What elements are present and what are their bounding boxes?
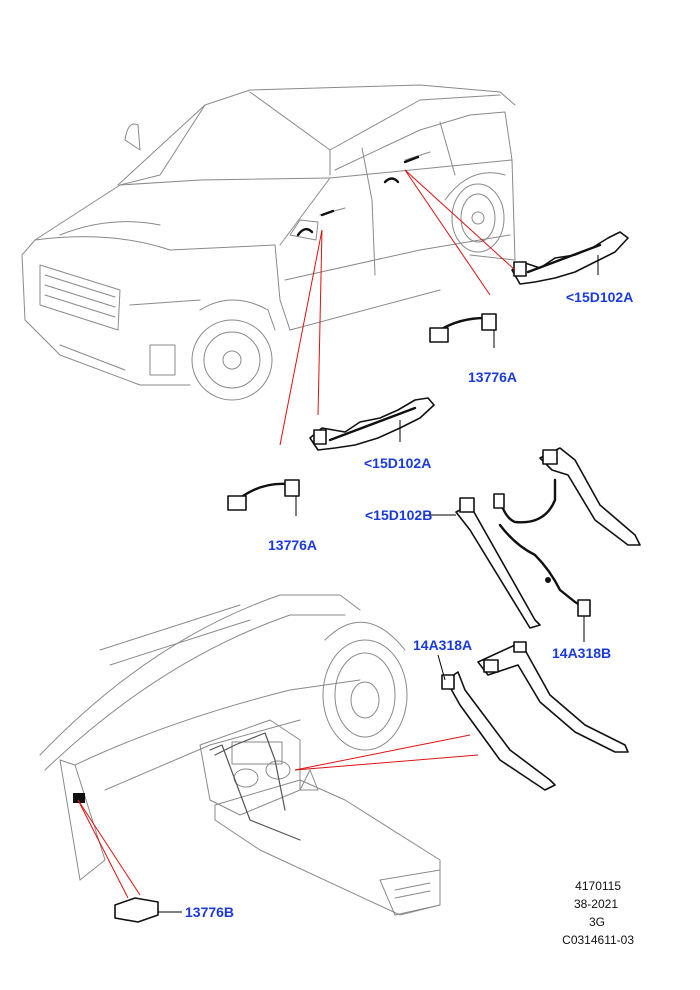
vehicle-exterior-illustration — [21, 84, 516, 401]
label-front-door-harness: <15D102A — [364, 455, 431, 471]
front-door-harness-part — [309, 397, 435, 451]
rear-door-cable-part — [429, 313, 497, 348]
reference-line-2: 38-2021 — [574, 897, 618, 911]
label-rear-door-harness: <15D102A — [566, 289, 633, 305]
callout-connectors — [428, 514, 456, 681]
dash-harness-part — [441, 641, 629, 791]
reference-line-1: 4170115 — [575, 879, 621, 893]
leader-lines — [77, 169, 516, 899]
interior-dashboard-illustration — [39, 594, 441, 916]
label-module: 13776B — [185, 904, 234, 920]
roof-cable-part — [493, 478, 591, 642]
front-door-cable-part — [227, 479, 300, 516]
label-dash-harness: 14A318A — [413, 637, 472, 653]
label-roof-harness: <15D102B — [365, 507, 432, 523]
label-rear-door-cable: 13776A — [468, 369, 517, 385]
module-part — [114, 897, 182, 923]
label-front-door-cable: 13776A — [268, 537, 317, 553]
reference-line-3: 3G — [589, 915, 605, 929]
label-roof-cable: 14A318B — [552, 645, 611, 661]
roof-harness-part — [455, 447, 641, 629]
rear-door-harness-part — [511, 231, 629, 285]
reference-line-4: C0314611-03 — [562, 933, 634, 947]
